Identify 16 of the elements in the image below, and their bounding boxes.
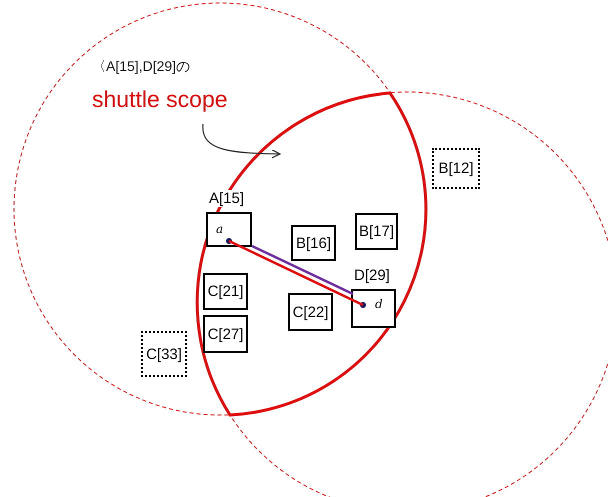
point-label: a (216, 222, 224, 236)
scope-title: shuttle scope (92, 86, 229, 113)
item-box: B[16] (291, 225, 336, 261)
item-box: B[17] (355, 213, 398, 250)
connecting-line (228, 240, 364, 306)
item-box: C[22] (288, 293, 333, 331)
dotted-box: C[33] (141, 331, 187, 377)
point-label: d (375, 297, 383, 311)
note-text: 〈A[15],D[29]の (92, 58, 192, 76)
curved-arrow (202, 124, 281, 158)
box-heading: A[15] (208, 190, 246, 207)
item-box: C[21] (203, 273, 248, 310)
connecting-line (251, 244, 354, 296)
box-heading: D[29] (353, 267, 391, 284)
dotted-box: B[12] (432, 148, 480, 189)
item-box: C[27] (203, 315, 248, 353)
